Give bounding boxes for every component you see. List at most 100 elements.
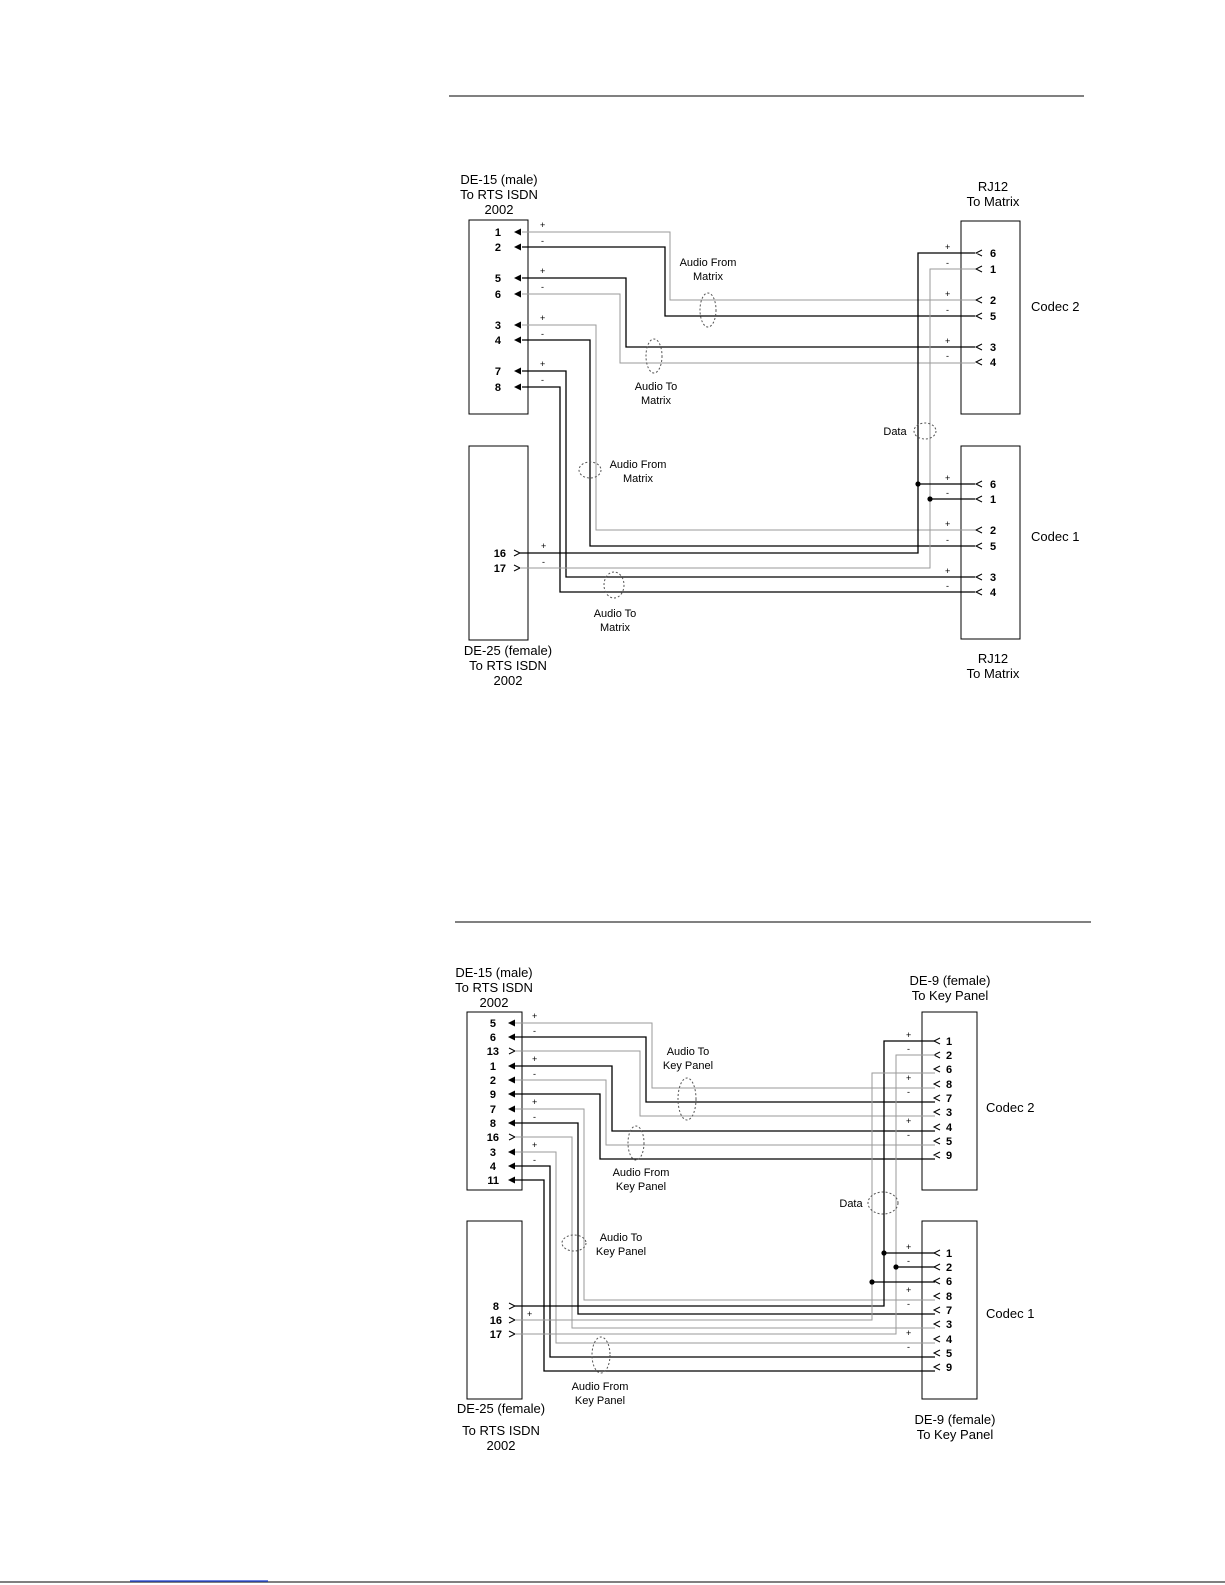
de15-pin: 5 [490, 1018, 496, 1030]
polarity-minus: - [946, 351, 949, 361]
rj12-bottom-title-line2: To Matrix [967, 666, 1020, 681]
de15-pin: 13 [487, 1046, 499, 1058]
de9-top-title-line1: DE-9 (female) [910, 973, 991, 988]
cable-label-data: Data [883, 426, 907, 438]
codec1-pin: 6 [946, 1276, 952, 1288]
codec2-pin: 5 [990, 311, 996, 323]
wire [515, 1050, 935, 1117]
polarity-minus: - [907, 1087, 910, 1097]
wire [522, 370, 975, 578]
codec2-pin: 3 [946, 1107, 952, 1119]
wire [515, 1122, 935, 1315]
polarity-minus: - [946, 581, 949, 591]
cable-label: Audio To [667, 1046, 710, 1058]
cable-bundle-ring [603, 571, 625, 599]
codec1-rj12-box [960, 445, 1021, 640]
cable-label: Key Panel [596, 1246, 646, 1258]
cable-bundle-ring [627, 1125, 645, 1161]
codec2-pin: 7 [946, 1093, 952, 1105]
de15-pin: 1 [495, 227, 501, 239]
polarity-minus: - [533, 1112, 536, 1122]
codec2-label: Codec 2 [1031, 299, 1079, 314]
de15-pin: 3 [495, 320, 501, 332]
polarity-minus: - [541, 236, 544, 246]
de15-pin: 9 [490, 1089, 496, 1101]
polarity-plus: + [906, 1328, 911, 1338]
polarity-plus: + [945, 242, 950, 252]
de15-pin: 8 [490, 1118, 496, 1130]
polarity-plus: + [532, 1140, 537, 1150]
de15-pin-arrows-2 [508, 1019, 515, 1184]
codec1-pin: 1 [946, 1248, 952, 1260]
cable-bundle-ring [677, 1077, 697, 1121]
polarity-minus: - [946, 305, 949, 315]
codec2-pin: 4 [990, 357, 997, 369]
de15-title-line3: 2002 [485, 202, 514, 217]
de15-title-2-line1: DE-15 (male) [455, 965, 532, 980]
de25-pins-2: 8 16 17 + [490, 1301, 533, 1341]
polarity-minus: - [541, 282, 544, 292]
codec1-pin: 8 [946, 1291, 952, 1303]
de25-pin: 8 [493, 1301, 499, 1313]
cable-bundle-ring [578, 461, 602, 479]
wire [515, 1165, 935, 1358]
cable-bundle-ring [561, 1234, 587, 1252]
codec2-pin: 1 [946, 1036, 952, 1048]
cable-label: Matrix [623, 473, 653, 485]
de15-pin: 16 [487, 1132, 499, 1144]
wire [515, 1108, 935, 1301]
wire [515, 1065, 935, 1132]
wire [515, 1040, 935, 1307]
de15-pin: 2 [495, 242, 501, 254]
polarity-plus: + [945, 473, 950, 483]
codec1-label-2: Codec 1 [986, 1306, 1034, 1321]
de25-title-2-line1: DE-25 (female) [457, 1401, 545, 1416]
codec2-pin: 4 [946, 1122, 953, 1134]
polarity-minus: - [907, 1342, 910, 1352]
cable-label-data: Data [839, 1198, 863, 1210]
codec1-pins: 6 1 2 5 3 4 + - + - + - [945, 473, 997, 599]
de15-pin: 7 [495, 366, 501, 378]
wire [522, 246, 975, 317]
de15-pins-2: 5 6 13 1 2 9 7 8 16 3 4 11 + - + - + - +… [487, 1011, 538, 1187]
de9-top-title-line2: To Key Panel [912, 988, 989, 1003]
codec1-pin: 3 [990, 572, 996, 584]
de15-pins: 1 2 5 6 3 4 7 8 + - + - + - + - [495, 220, 545, 394]
cable-label: Key Panel [575, 1395, 625, 1407]
cable-label: Audio From [610, 459, 667, 471]
junction-dot [881, 1250, 887, 1256]
junction-dot [893, 1264, 899, 1270]
codec1-pin: 7 [946, 1305, 952, 1317]
de15-pin-arrows [514, 228, 521, 391]
codec2-pin-chevrons [974, 249, 983, 366]
wire [515, 1093, 935, 1160]
polarity-plus: + [906, 1030, 911, 1040]
de15-title-2-line3: 2002 [480, 995, 509, 1010]
cable-label: Matrix [641, 395, 671, 407]
de15-title-line1: DE-15 (male) [460, 172, 537, 187]
diagram-2: DE-15 (male) To RTS ISDN 2002 DE-9 (fema… [455, 921, 1091, 1453]
polarity-minus: - [907, 1256, 910, 1266]
codec2-pin: 6 [946, 1064, 952, 1076]
polarity-minus: - [533, 1026, 536, 1036]
polarity-plus: + [527, 1309, 532, 1319]
diagram2-cable-labels: Audio To Key Panel Audio From Key Panel … [561, 1046, 899, 1407]
codec2-pin: 9 [946, 1150, 952, 1162]
codec2-pin: 2 [990, 295, 996, 307]
codec2-pin: 1 [990, 264, 996, 276]
polarity-plus: + [906, 1285, 911, 1295]
polarity-plus: + [532, 1054, 537, 1064]
codec1-pin-chevrons [974, 480, 983, 596]
wire [522, 293, 975, 364]
polarity-minus: - [542, 557, 545, 567]
cable-label: Matrix [693, 271, 723, 283]
cable-bundle-ring [699, 292, 717, 328]
cable-label: Audio From [572, 1381, 629, 1393]
polarity-plus: + [945, 566, 950, 576]
polarity-minus: - [541, 329, 544, 339]
de15-pin: 11 [487, 1175, 499, 1187]
polarity-minus: - [907, 1044, 910, 1054]
polarity-plus: + [540, 313, 545, 323]
cable-label: Matrix [600, 622, 630, 634]
